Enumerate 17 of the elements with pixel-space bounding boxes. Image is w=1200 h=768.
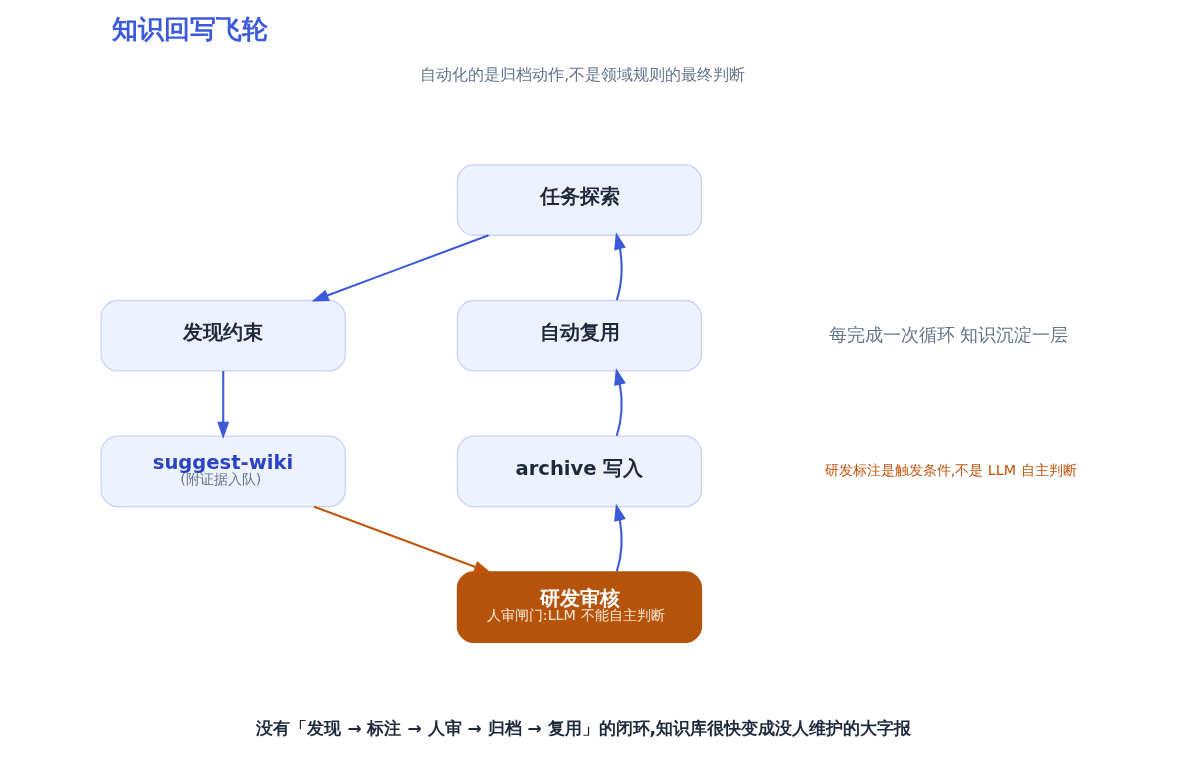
caption: 没有「发现 → 标注 → 人审 → 归档 → 复用」的闭环,知识库很快变成没人维护的大字报 xyxy=(256,718,911,739)
arrow xyxy=(614,232,626,301)
arrow xyxy=(311,234,489,302)
arrow xyxy=(614,367,626,437)
arrow xyxy=(614,503,626,572)
label: 每完成一次循环 知识沉淀一层 xyxy=(828,323,1069,345)
node-box: 发现约束 xyxy=(100,299,346,372)
node-box: archive 写入 xyxy=(456,435,703,508)
node-box: 研发审核 人审闸门:LLM 不能自主判断 xyxy=(456,571,703,643)
label: 研发标注是触发条件,不是 LLM 自主判断 xyxy=(824,462,1077,479)
node-box: 任务探索 xyxy=(456,164,703,236)
arrow xyxy=(217,370,230,439)
node-box: 自动复用 xyxy=(456,299,703,372)
diagram-title: 知识回写飞轮 xyxy=(111,14,268,45)
node-box: suggest-wiki (附证据入队) xyxy=(100,435,346,508)
label: 自动化的是归档动作,不是领域规则的最终判断 xyxy=(420,65,746,85)
arrow xyxy=(313,505,492,573)
